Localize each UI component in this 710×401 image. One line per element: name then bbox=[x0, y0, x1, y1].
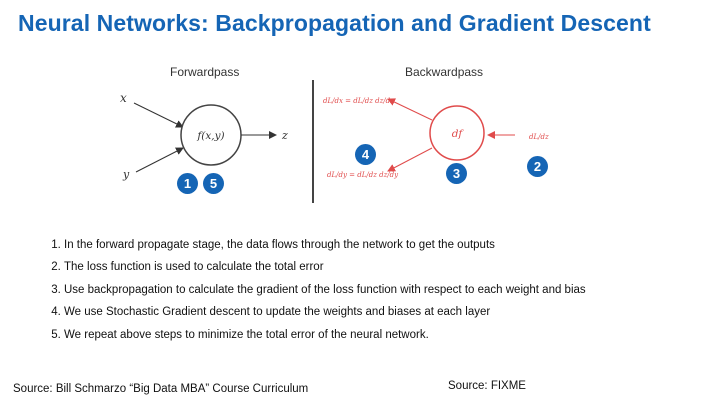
source-fixme: Source: FIXME bbox=[448, 380, 526, 392]
source-credit: Source: Bill Schmarzo “Big Data MBA” Cou… bbox=[13, 383, 309, 395]
output-z-label: z bbox=[281, 129, 288, 142]
backwardpass-label: Backwardpass bbox=[405, 65, 484, 79]
forward-graph: x y f(x,y) z bbox=[120, 91, 288, 181]
step-item: We use Stochastic Gradient descent to up… bbox=[64, 305, 710, 320]
edge-x-to-node bbox=[133, 102, 184, 128]
gradient-y-label: dL/dy = dL/dz dz/dy bbox=[327, 171, 399, 179]
step-item: In the forward propagate stage, the data… bbox=[64, 238, 710, 253]
input-y-label: y bbox=[122, 168, 130, 181]
step-item: Use backpropagation to calculate the gra… bbox=[64, 283, 710, 298]
incoming-gradient-label: dL/dz bbox=[529, 133, 549, 141]
gradient-x-label: dL/dx = dL/dz dz/dx bbox=[323, 97, 394, 105]
backward-graph: df dL/dz dL/dx = dL/dz dz/dx dL/dy = dL/… bbox=[323, 97, 549, 179]
step-badge-5: 5 bbox=[203, 173, 224, 194]
step-item: The loss function is used to calculate t… bbox=[64, 260, 710, 275]
slide-title: Neural Networks: Backpropagation and Gra… bbox=[18, 10, 651, 36]
forward-node-label: f(x,y) bbox=[196, 130, 224, 142]
step-badge-1: 1 bbox=[177, 173, 198, 194]
edge-y-to-node bbox=[135, 147, 184, 173]
backprop-diagram: x y f(x,y) z df dL/dz dL/dx = dL/dz dz/d… bbox=[120, 80, 549, 203]
backward-node-label: df bbox=[452, 128, 465, 140]
edge-gradient-y bbox=[387, 147, 433, 172]
steps-list: In the forward propagate stage, the data… bbox=[44, 238, 710, 350]
step-badge-2: 2 bbox=[527, 156, 548, 177]
step-item: We repeat above steps to minimize the to… bbox=[64, 328, 710, 343]
forwardpass-label: Forwardpass bbox=[170, 65, 240, 79]
step-badge-3: 3 bbox=[446, 163, 467, 184]
input-x-label: x bbox=[120, 91, 127, 105]
step-badge-4: 4 bbox=[355, 144, 376, 165]
edge-gradient-x bbox=[387, 98, 433, 121]
backward-node bbox=[429, 105, 485, 161]
